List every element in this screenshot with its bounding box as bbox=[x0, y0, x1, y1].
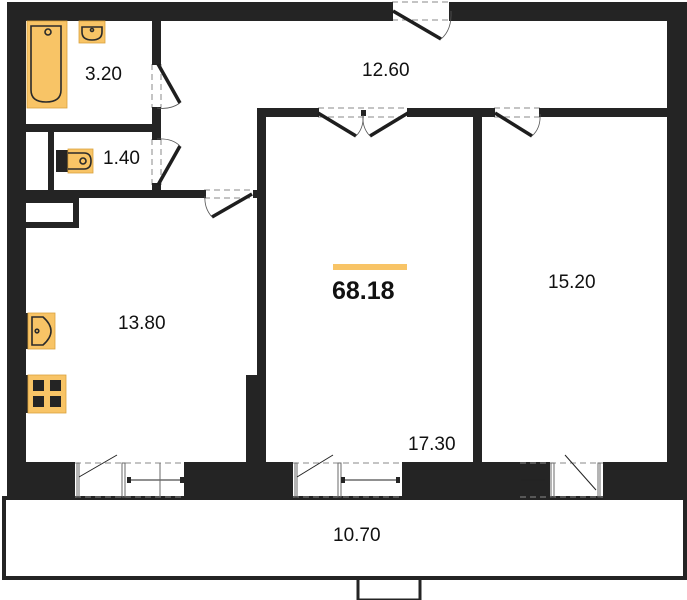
room-area-living-room: 17.30 bbox=[408, 434, 456, 455]
room-area-hallway: 12.60 bbox=[362, 60, 410, 81]
bathroom-sink-icon bbox=[78, 20, 106, 44]
room-area-toilet: 1.40 bbox=[103, 148, 140, 169]
total-area: 68.18 bbox=[332, 277, 395, 305]
stove-icon bbox=[26, 374, 67, 414]
kitchen-sink-icon bbox=[26, 312, 56, 350]
toilet-icon bbox=[56, 148, 94, 174]
room-area-bedroom: 15.20 bbox=[548, 272, 596, 293]
room-area-kitchen: 13.80 bbox=[118, 313, 166, 334]
room-area-balcony: 10.70 bbox=[333, 525, 381, 546]
total-area-accent-bar bbox=[333, 264, 407, 270]
room-area-bathroom: 3.20 bbox=[85, 64, 122, 85]
doors bbox=[151, 1, 543, 219]
bathtub-icon bbox=[26, 20, 68, 109]
windows bbox=[75, 454, 603, 498]
